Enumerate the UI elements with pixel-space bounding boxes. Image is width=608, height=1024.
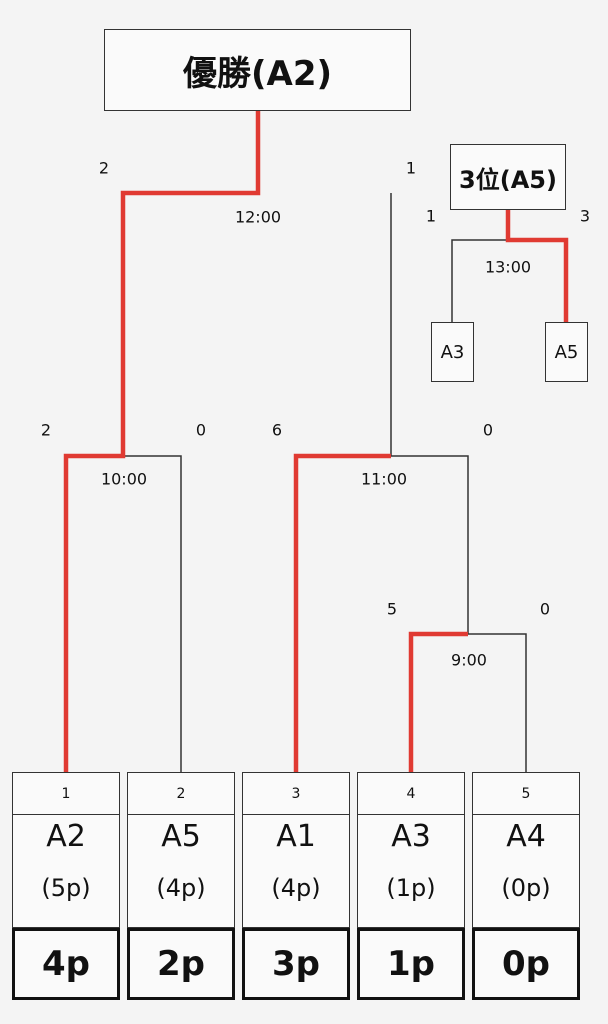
final-left-score: 2 [98, 158, 110, 178]
team-name: A4 [506, 819, 546, 854]
team-name: A5 [161, 819, 201, 854]
champion-box: 優勝(A2) [104, 29, 411, 111]
team-body: A4 (0p) [472, 814, 580, 928]
team-seed: 2 [127, 772, 235, 814]
team-card: 2 A5 (4p) 2p [127, 772, 235, 1000]
team-name: A2 [46, 819, 86, 854]
third-match-right-team: A5 [545, 322, 588, 382]
third-place-box: 3位(A5) [450, 144, 566, 210]
team-prev-points: (1p) [386, 874, 436, 902]
team-body: A1 (4p) [242, 814, 350, 928]
quarter-left-score: 5 [386, 599, 398, 619]
line-semi-right-loser [391, 455, 469, 634]
team-body: A2 (5p) [12, 814, 120, 928]
final-time: 12:00 [234, 207, 282, 227]
team-body: A5 (4p) [127, 814, 235, 928]
third-match-right-score: 3 [579, 206, 591, 226]
team-points: 3p [242, 928, 350, 1000]
team-seed: 3 [242, 772, 350, 814]
winner-line-a2 [63, 111, 261, 772]
team-points: 0p [472, 928, 580, 1000]
team-card: 5 A4 (0p) 0p [472, 772, 580, 1000]
final-right-score: 1 [405, 158, 417, 178]
third-match-left-score: 1 [425, 206, 437, 226]
third-match-time: 13:00 [484, 257, 532, 277]
team-name: A1 [276, 819, 316, 854]
line-a4 [468, 633, 527, 772]
semi-right-right-score: 0 [482, 420, 494, 440]
winner-line-a3 [408, 631, 468, 772]
team-prev-points: (0p) [501, 874, 551, 902]
team-card: 4 A3 (1p) 1p [357, 772, 465, 1000]
line-third-a3 [451, 239, 508, 322]
semi-right-time: 11:00 [360, 469, 408, 489]
semi-left-time: 10:00 [100, 469, 148, 489]
team-card: 1 A2 (5p) 4p [12, 772, 120, 1000]
team-prev-points: (4p) [271, 874, 321, 902]
team-name: A3 [391, 819, 431, 854]
team-points: 4p [12, 928, 120, 1000]
team-body: A3 (1p) [357, 814, 465, 928]
quarter-right-score: 0 [539, 599, 551, 619]
winner-line-a1 [293, 453, 391, 772]
team-prev-points: (4p) [156, 874, 206, 902]
team-points: 1p [357, 928, 465, 1000]
team-seed: 4 [357, 772, 465, 814]
team-card: 3 A1 (4p) 3p [242, 772, 350, 1000]
third-match-left-team: A3 [431, 322, 474, 382]
team-seed: 1 [12, 772, 120, 814]
semi-left-left-score: 2 [40, 420, 52, 440]
line-a5 [123, 455, 182, 772]
semi-left-right-score: 0 [195, 420, 207, 440]
semi-right-left-score: 6 [271, 420, 283, 440]
quarter-time: 9:00 [451, 650, 487, 670]
team-prev-points: (5p) [41, 874, 91, 902]
winner-line-a5-third [505, 210, 569, 322]
team-points: 2p [127, 928, 235, 1000]
team-seed: 5 [472, 772, 580, 814]
